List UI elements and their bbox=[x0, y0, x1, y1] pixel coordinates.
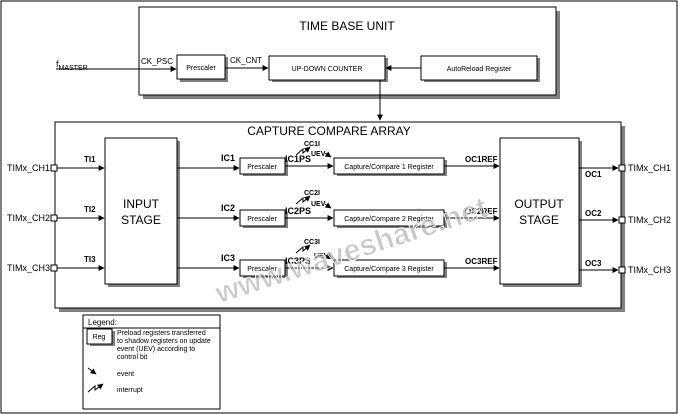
ch1-register-label: Capture/Compare 1 Register bbox=[344, 164, 434, 171]
ch1-event-icon bbox=[324, 151, 332, 158]
ch1-interrupt-icon bbox=[295, 146, 311, 156]
ch2-icps: IC2PS bbox=[285, 206, 311, 216]
legend-event-icon bbox=[87, 367, 97, 375]
ch3-ic: IC3 bbox=[221, 253, 235, 263]
ch1-cc: CC1I bbox=[304, 141, 320, 148]
ch2-uev: UEV bbox=[311, 201, 326, 208]
f-master-main: f bbox=[56, 59, 59, 69]
legend-interrupt-icon bbox=[87, 383, 104, 393]
legend-reg-label: Reg bbox=[93, 334, 106, 341]
output-stage bbox=[499, 137, 580, 285]
ch2-in-pin-square bbox=[50, 214, 58, 222]
channel-3: TIMx_CH3 TI3 IC3 Prescaler IC3PS CC3I UE… bbox=[7, 239, 671, 278]
channel-1: TIMx_CH1 TI1 IC1 Prescaler IC1PS CC1I UE… bbox=[7, 141, 671, 179]
ch3-uev: UEV bbox=[314, 253, 329, 260]
ch1-out-pin: TIMx_CH1 bbox=[628, 163, 671, 173]
ch3-out-pin: TIMx_CH3 bbox=[628, 265, 671, 275]
ch2-ic: IC2 bbox=[221, 203, 235, 213]
ch1-ocref: OC1REF bbox=[465, 155, 498, 164]
ch3-ti: TI3 bbox=[84, 255, 96, 264]
ch2-oc: OC2 bbox=[585, 209, 602, 218]
ch3-oc: OC3 bbox=[585, 259, 602, 268]
counter-label: UP-DOWN COUNTER bbox=[292, 66, 363, 73]
ch3-in-pin-square bbox=[50, 264, 58, 272]
ck-cnt-label: CK_CNT bbox=[230, 56, 262, 65]
input-stage-line1: INPUT bbox=[123, 197, 160, 211]
legend-reg-desc-4: control bit bbox=[117, 354, 147, 361]
legend-reg-desc-3: event (UEV) according to bbox=[117, 346, 195, 353]
ch1-ti: TI1 bbox=[84, 155, 96, 164]
ch1-ic: IC1 bbox=[221, 153, 235, 163]
ch1-icps: IC1PS bbox=[285, 154, 311, 164]
ch2-in-pin: TIMx_CH2 bbox=[7, 213, 50, 223]
ch1-oc: OC1 bbox=[585, 170, 602, 179]
ch1-out-pin-square bbox=[618, 164, 626, 172]
ch3-interrupt-icon bbox=[295, 244, 311, 254]
ch3-in-pin: TIMx_CH3 bbox=[7, 263, 50, 273]
ch1-prescaler-label: Prescaler bbox=[247, 164, 277, 171]
ch1-in-pin: TIMx_CH1 bbox=[7, 163, 50, 173]
ch3-icps: IC3PS bbox=[285, 256, 311, 266]
ch2-event-icon bbox=[324, 202, 332, 209]
output-stage-line1: OUTPUT bbox=[514, 197, 564, 211]
ch2-ocref: OC2REF bbox=[465, 207, 498, 216]
ch1-uev: UEV bbox=[311, 151, 326, 158]
time-base-title: TIME BASE UNIT bbox=[299, 19, 395, 33]
f-master-label: fMASTER bbox=[56, 59, 88, 72]
tb-prescaler-label: Prescaler bbox=[186, 65, 216, 72]
tb-prescaler-box bbox=[176, 54, 226, 80]
ch2-out-pin-square bbox=[618, 216, 626, 224]
ch3-out-pin-square bbox=[618, 266, 626, 274]
ch3-event-icon bbox=[325, 253, 333, 260]
ch2-out-pin: TIMx_CH2 bbox=[628, 215, 671, 225]
ch1-in-pin-square bbox=[50, 164, 58, 172]
counter-box bbox=[268, 55, 386, 81]
capture-title: CAPTURE COMPARE ARRAY bbox=[247, 124, 411, 138]
legend-interrupt-label: interrupt bbox=[117, 387, 143, 394]
legend-reg-desc-2: to shadow registers on update bbox=[117, 338, 211, 345]
ch3-cc: CC3I bbox=[304, 239, 320, 246]
ch2-ti: TI2 bbox=[84, 205, 96, 214]
ch2-interrupt-icon bbox=[295, 195, 311, 205]
ch3-register-label: Capture/Compare 3 Register bbox=[344, 266, 434, 273]
ch2-cc: CC2I bbox=[304, 190, 320, 197]
legend-reg-desc-1: Preload registers transferred bbox=[117, 330, 206, 337]
ch2-prescaler-label: Prescaler bbox=[247, 216, 277, 223]
ch2-register-label: Capture/Compare 2 Register bbox=[344, 216, 434, 223]
channel-2: TIMx_CH2 TI2 IC2 Prescaler IC2PS CC2I UE… bbox=[7, 190, 671, 228]
ch3-prescaler-label: Prescaler bbox=[247, 266, 277, 273]
ch3-ocref: OC3REF bbox=[465, 257, 498, 266]
output-stage-line2: STAGE bbox=[519, 213, 559, 227]
autoreload-label: AutoReload Register bbox=[447, 66, 512, 73]
legend-event-label: event bbox=[117, 371, 134, 378]
input-stage-line2: STAGE bbox=[121, 213, 161, 227]
legend-title: Legend: bbox=[88, 318, 117, 327]
input-stage bbox=[104, 137, 178, 285]
legend-reg-box bbox=[86, 328, 113, 345]
ck-psc-label: CK_PSC bbox=[141, 57, 173, 66]
autoreload-box bbox=[420, 55, 538, 81]
